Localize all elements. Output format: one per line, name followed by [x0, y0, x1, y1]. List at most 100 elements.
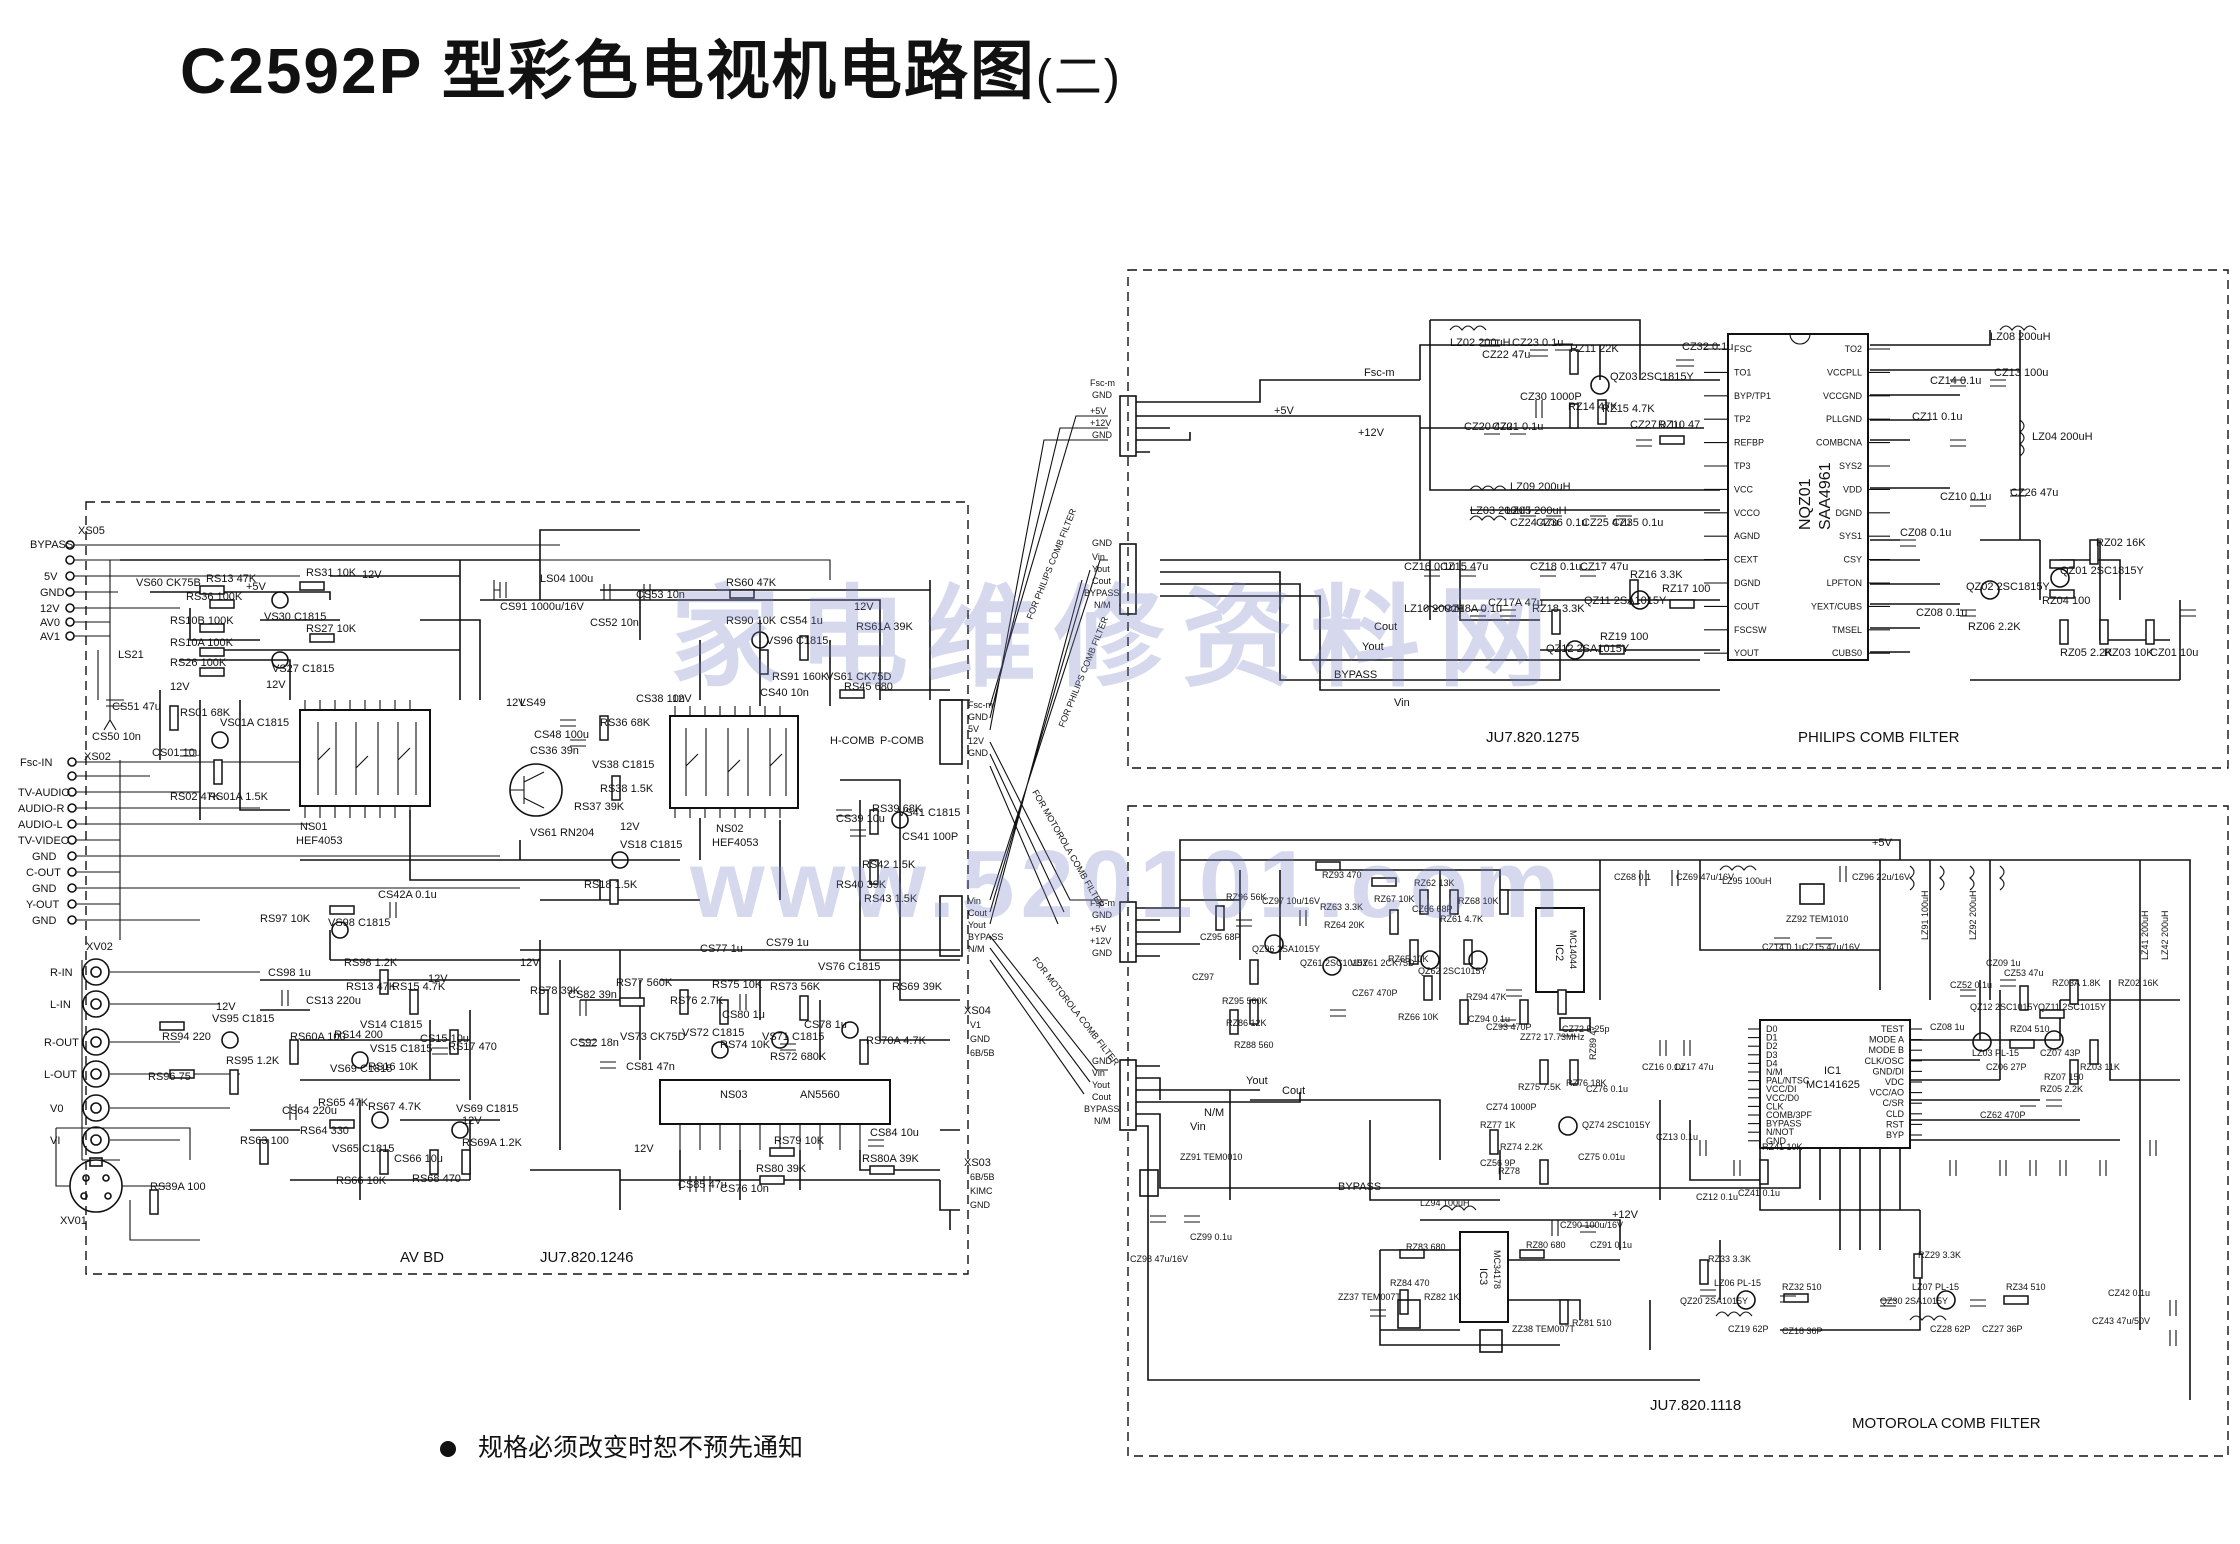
svg-text:CZ52 0.1u: CZ52 0.1u: [1950, 980, 1992, 990]
svg-text:Yout: Yout: [1092, 564, 1110, 574]
svg-text:CZ95 68P: CZ95 68P: [1200, 932, 1241, 942]
svg-text:RZ32 510: RZ32 510: [1782, 1282, 1822, 1292]
svg-text:CZ16 0.1u: CZ16 0.1u: [1642, 1062, 1684, 1072]
svg-text:12V: 12V: [428, 973, 448, 985]
av-capacitors: [106, 580, 884, 1192]
pin-label: COUT: [1734, 601, 1760, 611]
svg-text:V1: V1: [970, 1020, 981, 1030]
svg-text:RS01 68K: RS01 68K: [180, 707, 231, 719]
xs05-pin-5: AV0: [40, 617, 60, 629]
pin-label: BYP: [1886, 1130, 1904, 1140]
xs05-pin-6: AV1: [40, 631, 60, 643]
svg-text:Cout: Cout: [1374, 621, 1397, 633]
svg-text:BYPASS: BYPASS: [1334, 669, 1377, 681]
svg-text:RS66 10K: RS66 10K: [336, 1175, 387, 1187]
pin-label: YOUT: [1734, 648, 1760, 658]
motorola-input-connectors: Fsc-m GND +5V +12V GND GND Vin Yout Cout…: [1084, 898, 1137, 1131]
pin-label: CSY: [1843, 555, 1862, 565]
svg-text:CZ09 1u: CZ09 1u: [1986, 958, 2021, 968]
svg-text:CS13 220u: CS13 220u: [306, 995, 361, 1007]
svg-text:CZ30 1000P: CZ30 1000P: [1520, 391, 1582, 403]
svg-text:RS02 47K: RS02 47K: [170, 791, 221, 803]
svg-text:RS40 39K: RS40 39K: [836, 879, 887, 891]
svg-text:RS77 560K: RS77 560K: [616, 977, 673, 989]
svg-text:CS66 10u: CS66 10u: [394, 1153, 443, 1165]
jack-r-in[interactable]: R-IN: [50, 958, 110, 986]
svg-text:RZ04 510: RZ04 510: [2010, 1024, 2050, 1034]
title-main: C2592P 型彩色电视机电路图: [180, 35, 1036, 107]
svg-text:QZ12 2SA1015Y: QZ12 2SA1015Y: [1546, 643, 1630, 655]
svg-text:RS36 100K: RS36 100K: [186, 591, 243, 603]
av-board-name: AV BD: [400, 1249, 444, 1266]
svg-text:LZ03 200uH: LZ03 200uH: [1470, 505, 1531, 517]
pin-label: LPFTON: [1827, 578, 1862, 588]
svg-text:CS39 10u: CS39 10u: [836, 813, 885, 825]
svg-text:ZZ91 TEM0010: ZZ91 TEM0010: [1180, 1152, 1242, 1162]
pin-label: N/M: [1766, 1067, 1783, 1077]
svg-text:12V: 12V: [520, 957, 540, 969]
svg-text:CZ18 0.1u: CZ18 0.1u: [1530, 561, 1581, 573]
philips-part-labels: LZ02 200uH CZ22 47u CZ23 0.1u RZ11 22K Q…: [1404, 331, 2198, 659]
jack-r-out[interactable]: R-OUT: [44, 1028, 110, 1056]
svg-text:RZ29 3.3K: RZ29 3.3K: [1918, 1250, 1961, 1260]
svg-text:RZ80 680: RZ80 680: [1526, 1240, 1566, 1250]
pin-label: SYS2: [1839, 461, 1862, 471]
svg-text:RS80 39K: RS80 39K: [756, 1163, 807, 1175]
svg-text:CZ97: CZ97: [1192, 972, 1214, 982]
svg-text:CZ98 47u/16V: CZ98 47u/16V: [1130, 1254, 1188, 1264]
svg-text:12V: 12V: [854, 601, 874, 613]
svg-text:+5V: +5V: [1872, 837, 1893, 849]
pin-label: VCC/DI: [1766, 1084, 1797, 1094]
svg-text:CZ13 0.1u: CZ13 0.1u: [1656, 1132, 1698, 1142]
svg-text:RS63 100: RS63 100: [240, 1135, 289, 1147]
bullet-icon: [440, 1441, 456, 1458]
ic1-part: MC141625: [1806, 1079, 1860, 1091]
svg-text:RS13 47K: RS13 47K: [206, 573, 257, 585]
svg-text:RS79 10K: RS79 10K: [774, 1135, 825, 1147]
svg-text:GND: GND: [1092, 948, 1113, 958]
svg-text:RS96 75: RS96 75: [148, 1071, 191, 1083]
svg-text:+12V: +12V: [1612, 1209, 1639, 1221]
pin-label: BYP/TP1: [1734, 391, 1771, 401]
svg-text:CZ72 5-25p: CZ72 5-25p: [1562, 1024, 1610, 1034]
svg-text:RS90 10K: RS90 10K: [726, 615, 777, 627]
inter-board-wiring: FOR PHILIPS COMB FILTER FOR PHILIPS COMB…: [989, 415, 1122, 1095]
pin-label: VCCPLL: [1827, 367, 1862, 377]
motorola-board-code: JU7.820.1118: [1650, 1397, 1741, 1414]
pin-label: VCC/AO: [1869, 1088, 1904, 1098]
svg-text:Cout: Cout: [1092, 576, 1112, 586]
nqz01-part: SAA4961: [1817, 462, 1834, 530]
pin-label: CLD: [1886, 1109, 1905, 1119]
svg-text:RZ07 150: RZ07 150: [2044, 1072, 2084, 1082]
svg-text:CZ01 10u: CZ01 10u: [2150, 647, 2198, 659]
ic1-chip: IC1 MC141625: [1759, 1019, 1911, 1149]
svg-text:CZ66 68P: CZ66 68P: [1412, 904, 1453, 914]
jack-l-in[interactable]: L-IN: [50, 990, 110, 1018]
svg-text:ZZ37 TEM007T: ZZ37 TEM007T: [1338, 1292, 1401, 1302]
pin-label: PLLGND: [1826, 414, 1863, 424]
svg-text:CS80 1u: CS80 1u: [722, 1009, 765, 1021]
pin-label: VCCO: [1734, 508, 1760, 518]
svg-text:GND: GND: [1092, 538, 1113, 548]
svg-text:VS18 C1815: VS18 C1815: [620, 839, 682, 851]
svg-text:H-COMB: H-COMB: [830, 735, 875, 747]
xv01-svideo-jack[interactable]: XV01: [60, 1157, 123, 1227]
svg-text:5V: 5V: [968, 724, 979, 734]
pin-label: CUBS0: [1832, 648, 1862, 658]
jack-l-out[interactable]: L-OUT: [44, 1060, 110, 1088]
pin-label: C/SR: [1882, 1098, 1904, 1108]
svg-text:BYPASS: BYPASS: [1338, 1181, 1381, 1193]
svg-text:RZ93 470: RZ93 470: [1322, 870, 1362, 880]
jack-vi[interactable]: VI: [50, 1126, 110, 1154]
svg-text:CS82 39n: CS82 39n: [568, 989, 617, 1001]
svg-text:CZ16 0.1u: CZ16 0.1u: [1404, 561, 1455, 573]
svg-text:RZ65 10K: RZ65 10K: [1388, 954, 1429, 964]
svg-text:RS14 200: RS14 200: [334, 1029, 383, 1041]
jack-v0[interactable]: V0: [50, 1094, 110, 1122]
ns01-ref: NS01: [300, 821, 328, 833]
svg-text:RZ34 510: RZ34 510: [2006, 1282, 2046, 1292]
pin-label: TP2: [1734, 414, 1751, 424]
svg-text:GND: GND: [968, 748, 989, 758]
svg-text:Vin: Vin: [1394, 697, 1410, 709]
svg-text:RZ67 10K: RZ67 10K: [1374, 894, 1415, 904]
